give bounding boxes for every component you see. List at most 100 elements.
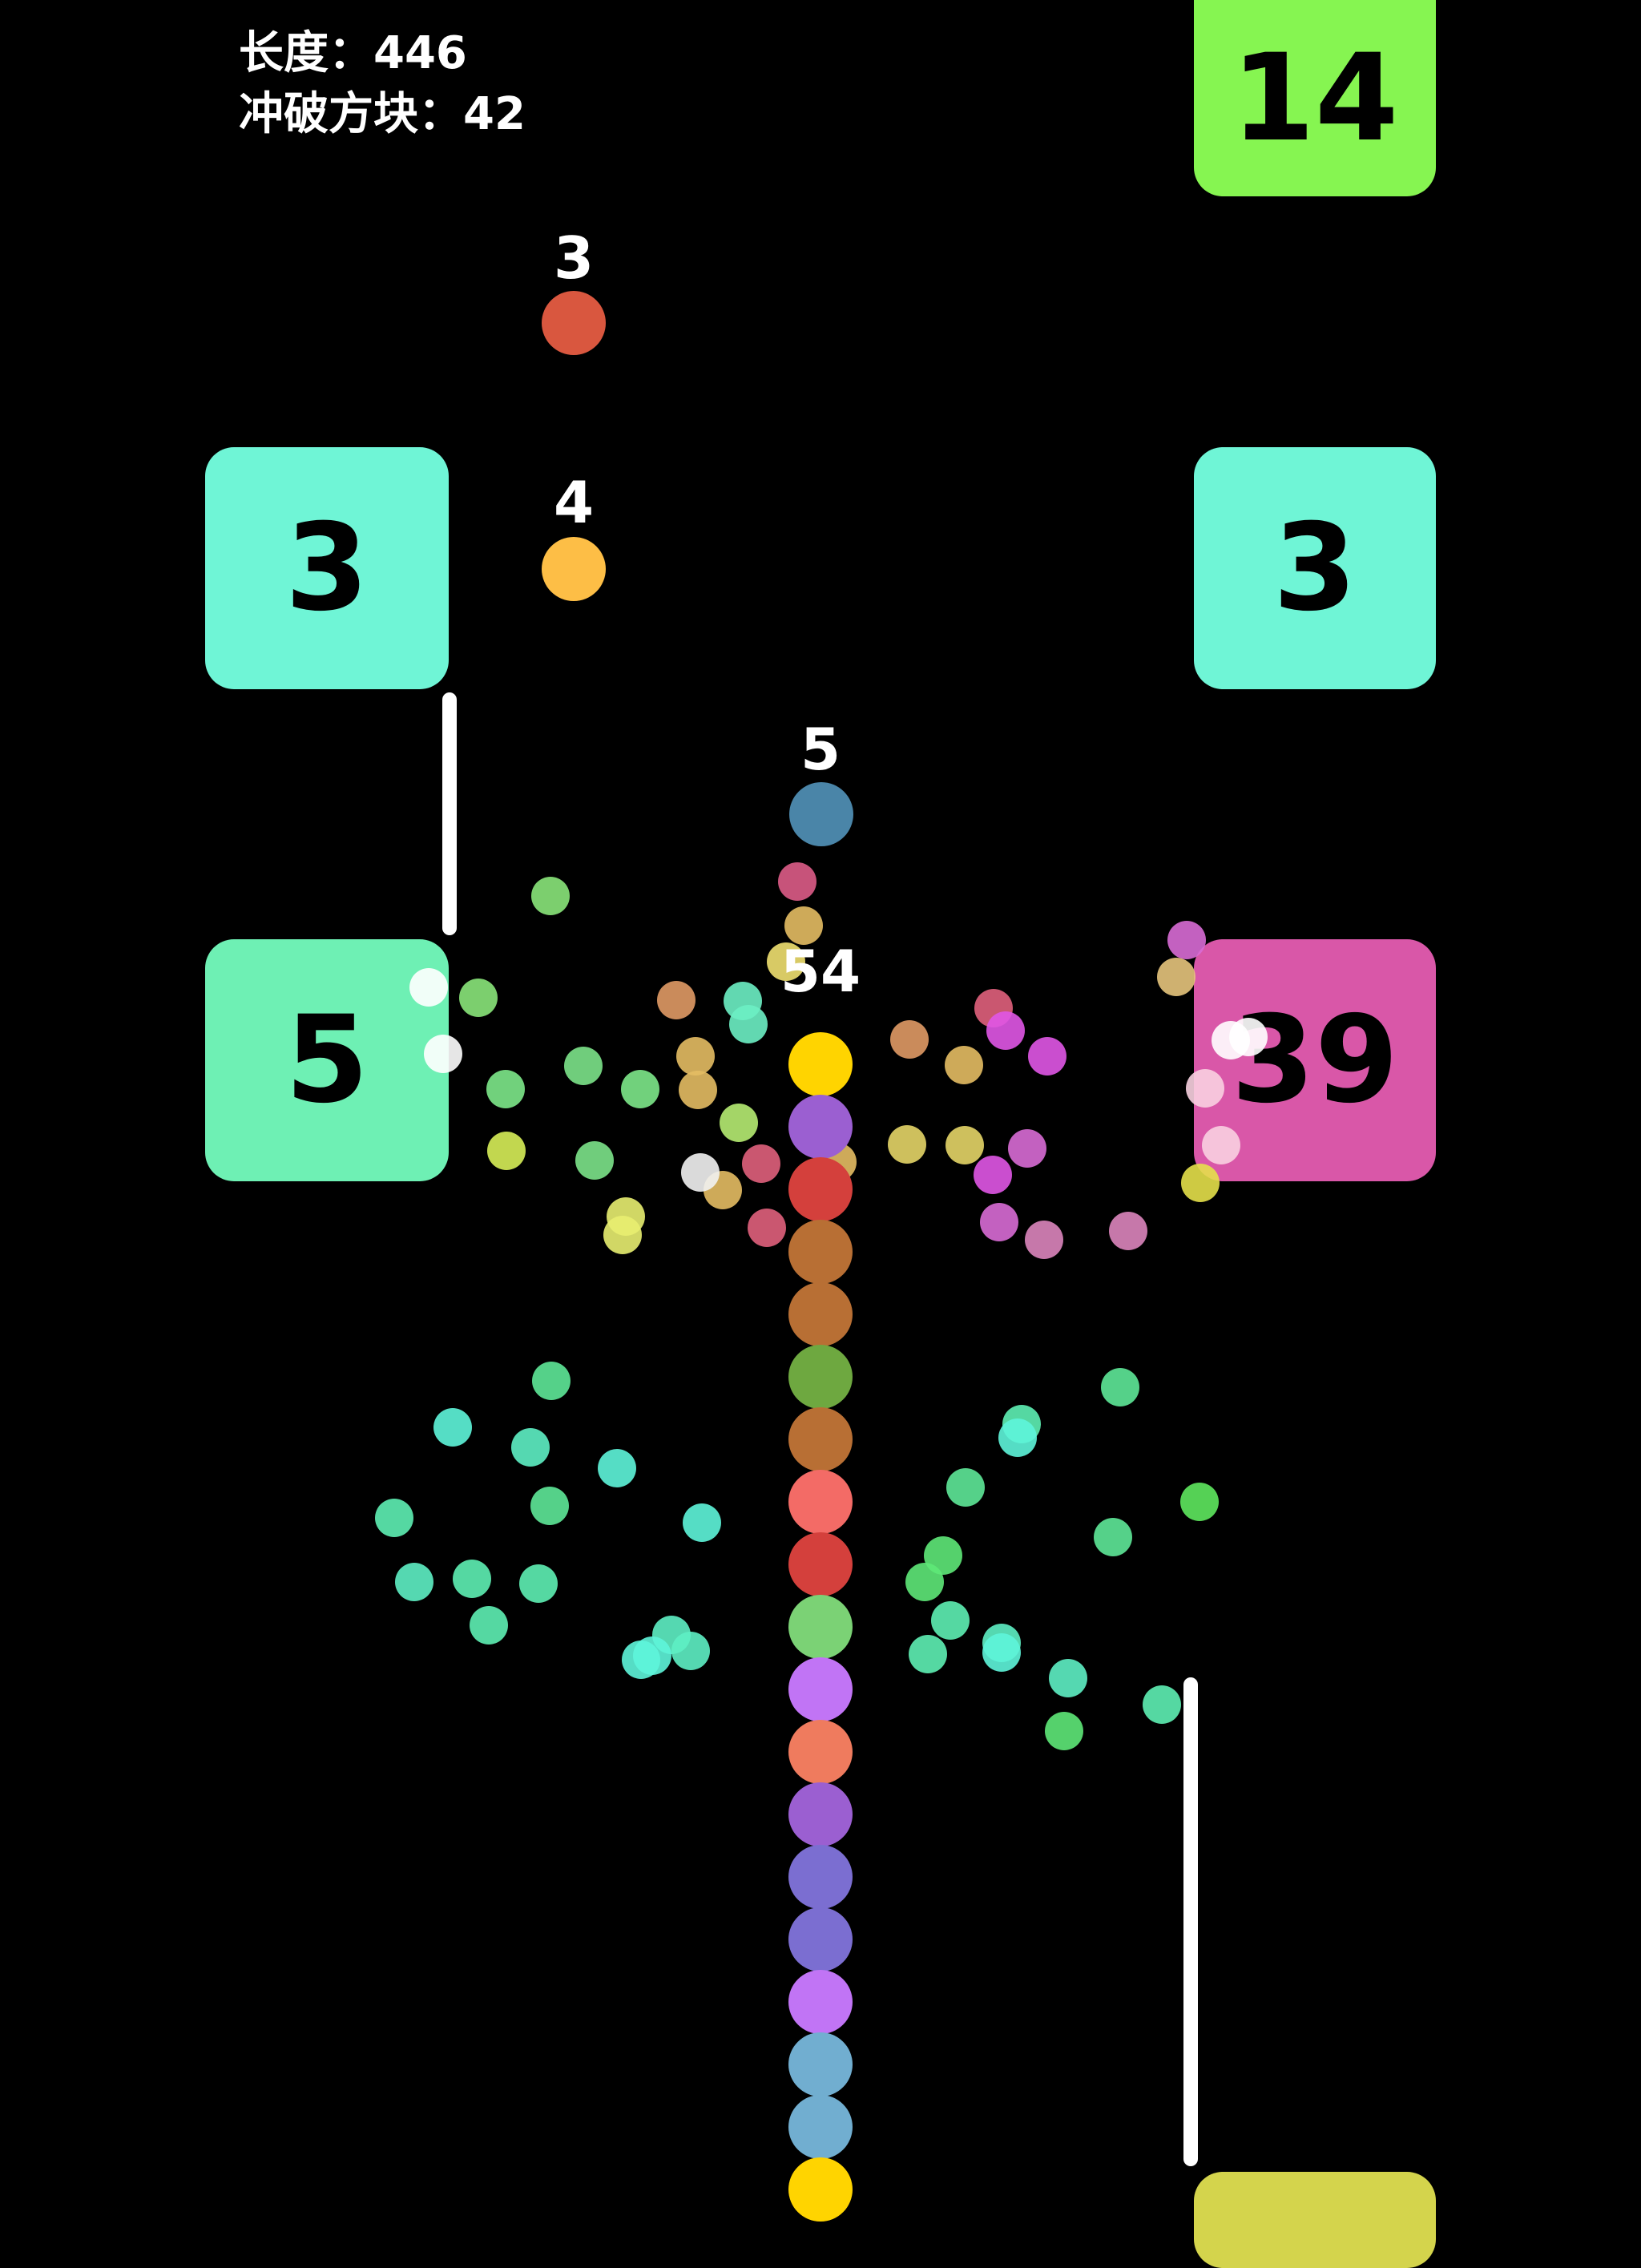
particle (622, 1640, 660, 1679)
block-bottom-right (1194, 2172, 1436, 2268)
length-counter: 长度：446 (239, 27, 467, 79)
particle (1101, 1368, 1139, 1406)
particle (519, 1564, 558, 1603)
particle (575, 1141, 614, 1180)
particle (1109, 1212, 1147, 1250)
snake-segment (788, 2032, 853, 2096)
pickup-value-3: 3 (553, 224, 595, 292)
particle (603, 1216, 642, 1254)
particle (1186, 1069, 1224, 1108)
particle (778, 862, 816, 901)
particle (946, 1468, 985, 1507)
snake-segment (788, 1657, 853, 1721)
particle (657, 981, 696, 1019)
pickup-value-5: 5 (800, 716, 841, 783)
snake-segment (788, 1220, 853, 1284)
particle (511, 1428, 550, 1467)
block-mid-right: 3 (1194, 447, 1436, 689)
particle (931, 1601, 970, 1640)
particle (676, 1037, 715, 1075)
particle (1181, 1164, 1220, 1202)
particle (1028, 1037, 1066, 1075)
particle (980, 1203, 1018, 1241)
snake-segment (788, 1782, 853, 1846)
particle (784, 906, 823, 945)
block-mid-left: 3 (205, 447, 449, 689)
particle (890, 1020, 929, 1059)
snake-segment (788, 1095, 853, 1159)
snake-head (788, 1032, 853, 1096)
particle (459, 979, 498, 1017)
particle (982, 1633, 1021, 1672)
particle (1045, 1712, 1083, 1750)
pickup-ball-5 (789, 782, 853, 846)
snake-segment (788, 1407, 853, 1471)
blocks-broken-counter: 冲破方块：42 (239, 88, 526, 140)
particle (1049, 1659, 1087, 1697)
snake-segment (788, 1470, 853, 1534)
block-top-right: 14 (1194, 0, 1436, 196)
particle (905, 1563, 944, 1601)
particle (742, 1144, 780, 1183)
particle (945, 1126, 984, 1164)
particle (679, 1071, 717, 1109)
snake-segment (788, 1282, 853, 1346)
particle (729, 1005, 768, 1043)
particle (1167, 921, 1206, 959)
snake-segment (788, 2095, 853, 2159)
snake-segment (788, 1720, 853, 1784)
particle (748, 1209, 786, 1247)
snake-segment (788, 1907, 853, 1971)
pickup-ball-3 (542, 291, 606, 355)
particle (888, 1125, 926, 1164)
particle (974, 1156, 1012, 1194)
particle (1143, 1685, 1181, 1724)
particle (433, 1408, 472, 1447)
particle (1212, 1021, 1250, 1059)
particle (909, 1635, 947, 1673)
particle (681, 1153, 720, 1192)
snake-segment (788, 1845, 853, 1909)
particle (532, 1362, 571, 1400)
snake-segment (788, 1970, 853, 2034)
snake-segment (788, 1532, 853, 1596)
particle (486, 1070, 525, 1108)
particle (1094, 1518, 1132, 1556)
particle (424, 1035, 462, 1073)
block-low-right: 39 (1194, 939, 1436, 1181)
particle (720, 1104, 758, 1142)
particle (621, 1070, 659, 1108)
particle (671, 1632, 710, 1670)
snake-length-label: 54 (780, 938, 861, 1005)
wall-right (1183, 1677, 1198, 2166)
particle (598, 1449, 636, 1487)
particle (409, 968, 448, 1007)
particle (1008, 1129, 1046, 1168)
particle (1025, 1221, 1063, 1259)
block-low-left: 5 (205, 939, 449, 1181)
particle (375, 1499, 413, 1537)
particle (1157, 958, 1195, 996)
wall-left (442, 692, 457, 935)
snake-segment (788, 1157, 853, 1221)
snake-segment (788, 1345, 853, 1409)
snake-segment (788, 2157, 853, 2222)
particle (683, 1503, 721, 1542)
particle (998, 1419, 1037, 1457)
particle (767, 942, 805, 981)
particle (395, 1563, 433, 1601)
particle (530, 1487, 569, 1525)
particle (986, 1011, 1025, 1050)
pickup-value-4: 4 (553, 469, 595, 536)
snake-segment (788, 1595, 853, 1659)
particle (453, 1560, 491, 1598)
particle (470, 1606, 508, 1645)
pickup-ball-4 (542, 537, 606, 601)
particle (564, 1047, 603, 1085)
particle (945, 1046, 983, 1084)
particle (487, 1132, 526, 1170)
particle (1180, 1483, 1219, 1521)
particle (531, 877, 570, 915)
particle (1202, 1126, 1240, 1164)
